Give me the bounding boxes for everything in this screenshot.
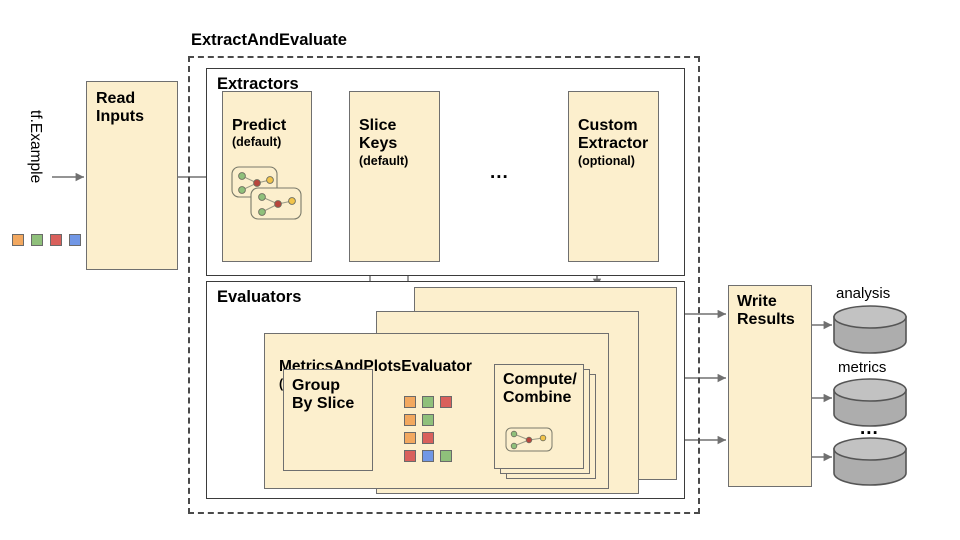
chip-red-icon: [50, 234, 62, 246]
predict-label: Predict (default): [232, 99, 286, 168]
extract-and-evaluate-title: ExtractAndEvaluate: [191, 31, 347, 49]
slice-chip: [404, 432, 416, 444]
predict-qualifier: (default): [232, 135, 282, 150]
extractor-box-slice-keys[interactable]: Slice Keys (default): [349, 91, 440, 262]
extract-and-evaluate-group: [188, 56, 700, 514]
predict-name: Predict: [232, 117, 287, 135]
output-label-analysis: analysis: [836, 285, 891, 302]
extractor-box-custom[interactable]: Custom Extractor (optional): [568, 91, 659, 262]
extractor-box-predict[interactable]: Predict (default): [222, 91, 312, 262]
analysis-database-icon[interactable]: [832, 305, 908, 355]
output-label-metrics: metrics: [838, 359, 887, 376]
write-results-box[interactable]: Write Results: [728, 285, 812, 487]
slice-chip: [404, 450, 416, 462]
input-label: tf.Example: [27, 110, 44, 184]
custom-extractor-name: Custom Extractor: [578, 117, 649, 153]
slice-chip: [404, 396, 416, 408]
slice-chip: [440, 450, 452, 462]
metrics-database-icon[interactable]: [832, 378, 908, 428]
chip-green-icon: [31, 234, 43, 246]
custom-extractor-qualifier: (optional): [578, 153, 635, 168]
slice-keys-qualifier: (default): [359, 153, 409, 168]
slice-chip: [404, 414, 416, 426]
chip-blue-icon: [69, 234, 81, 246]
slice-chip: [422, 432, 434, 444]
chip-orange-icon: [12, 234, 24, 246]
slice-chip: [422, 414, 434, 426]
group-by-slice-box[interactable]: Group By Slice: [283, 369, 373, 471]
slice-keys-label: Slice Keys (default): [359, 99, 408, 186]
input-chip-row: [12, 234, 82, 250]
extractors-title: Extractors: [217, 75, 299, 93]
compute-combine-box[interactable]: Compute/ Combine: [494, 364, 584, 469]
slice-chip: [422, 450, 434, 462]
group-by-slice-label: Group By Slice: [292, 377, 355, 413]
slice-keys-name: Slice Keys: [359, 117, 398, 153]
extractors-ellipsis: ...: [490, 162, 509, 183]
other-database-icon[interactable]: [832, 437, 908, 487]
read-inputs-box[interactable]: Read Inputs: [86, 81, 178, 270]
slice-chip-rows: [404, 396, 456, 466]
compute-combine-graph-icon: [505, 427, 553, 452]
compute-combine-label: Compute/ Combine: [503, 371, 577, 407]
read-inputs-label: Read Inputs: [96, 90, 144, 126]
predict-graph-icon: [231, 166, 302, 220]
slice-chip: [422, 396, 434, 408]
write-results-label: Write Results: [737, 293, 795, 329]
custom-extractor-label: Custom Extractor (optional): [578, 99, 648, 186]
evaluators-title: Evaluators: [217, 288, 302, 306]
output-label-ellipsis: ...: [860, 418, 879, 439]
slice-chip: [440, 396, 452, 408]
